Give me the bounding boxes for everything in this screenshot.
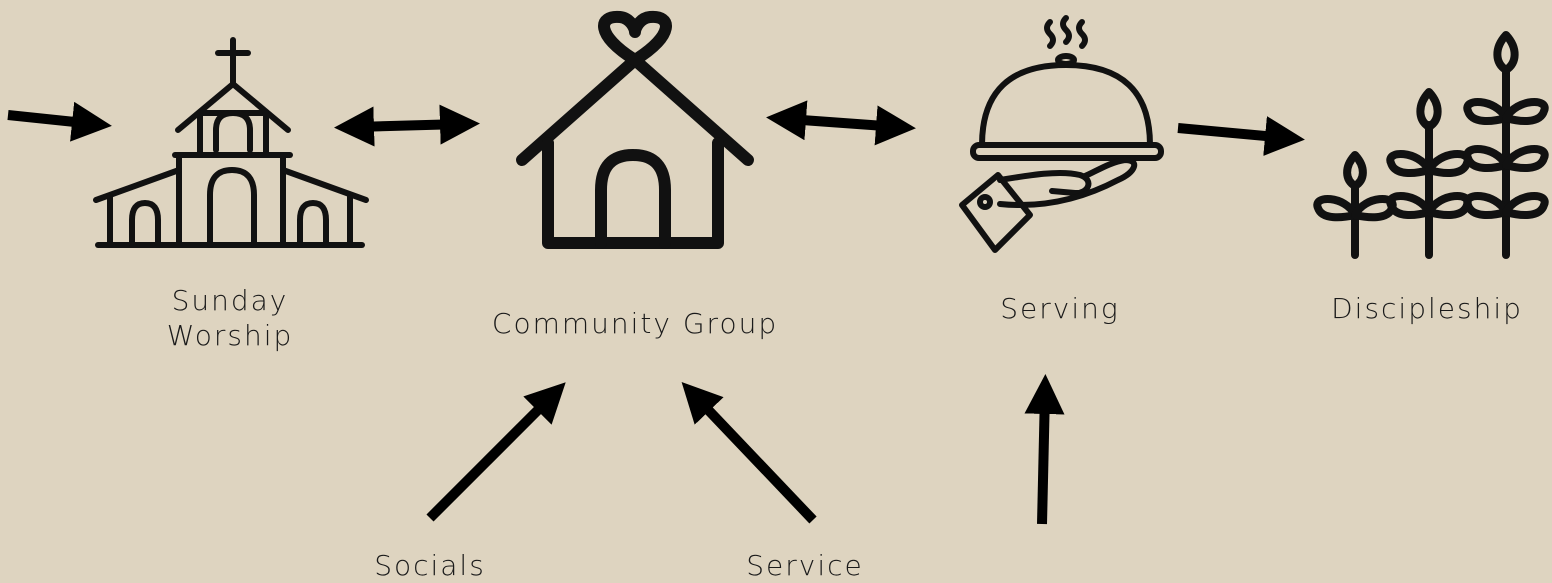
- label-line: Sunday: [171, 284, 289, 317]
- arrow-serving-discipleship: [1177, 116, 1305, 156]
- label-line: Serving: [1000, 292, 1120, 325]
- serving-cloche-icon: [959, 15, 1164, 253]
- arrow-service-to-community: [681, 381, 817, 524]
- input-label-socials: Socials: [355, 548, 505, 583]
- node-label-community-group: Community Group: [465, 306, 805, 341]
- sprouts-icon: [1313, 31, 1549, 259]
- house-heart-icon: [516, 10, 754, 249]
- label-line: Discipleship: [1331, 292, 1523, 325]
- arrow-community-serving-two-way: [766, 100, 916, 146]
- node-label-serving: Serving: [975, 291, 1145, 326]
- arrow-into-sunday-worship: [7, 101, 112, 142]
- label-line: Community Group: [491, 307, 779, 340]
- church-icon: [93, 37, 369, 248]
- input-label-service: Service: [730, 548, 880, 583]
- node-label-discipleship: Discipleship: [1312, 291, 1542, 326]
- arrow-sunday-community-two-way: [334, 104, 480, 147]
- label-line: Socials: [374, 549, 486, 582]
- label-line: Worship: [166, 319, 294, 352]
- node-label-sunday-worship: Sunday Worship: [140, 283, 320, 353]
- arrow-to-serving: [1024, 374, 1065, 525]
- arrow-socials-to-community: [426, 382, 566, 522]
- label-line: Service: [746, 549, 864, 582]
